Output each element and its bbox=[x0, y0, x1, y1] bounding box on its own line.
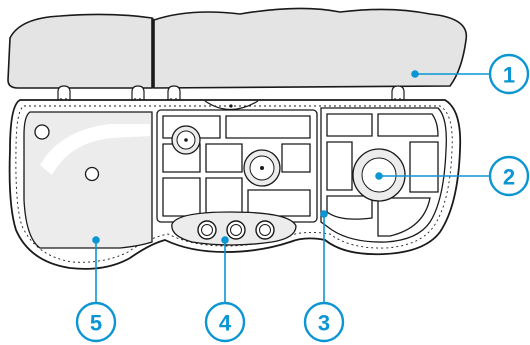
control-knob bbox=[197, 220, 217, 240]
callout-3: 3 bbox=[303, 301, 345, 343]
callout-3-number: 3 bbox=[318, 311, 330, 336]
callout-1-number: 1 bbox=[503, 63, 515, 88]
sink-basin bbox=[23, 111, 153, 249]
basin-outline bbox=[23, 111, 153, 249]
burner-medium bbox=[243, 149, 281, 187]
callout-5: 5 bbox=[75, 301, 117, 343]
burner-small bbox=[171, 125, 201, 155]
basin-highlight bbox=[40, 124, 150, 175]
callout-5-number: 5 bbox=[90, 311, 102, 336]
callout-1: 1 bbox=[488, 53, 530, 95]
lid-left-panel bbox=[7, 13, 153, 89]
callout-2-number: 2 bbox=[503, 165, 515, 190]
lid bbox=[7, 7, 468, 89]
pan-support-grate-right bbox=[320, 107, 447, 243]
callout-4-number: 4 bbox=[219, 311, 232, 336]
drain-hole bbox=[84, 166, 100, 182]
callout-4: 4 bbox=[204, 301, 246, 343]
leader-lines bbox=[92, 70, 490, 302]
control-panel bbox=[171, 211, 297, 246]
tap-hole bbox=[34, 124, 50, 140]
callout-2: 2 bbox=[488, 155, 530, 197]
cooktop-inner-rim bbox=[15, 105, 453, 263]
control-knob bbox=[255, 220, 275, 240]
lid-right-panel bbox=[153, 7, 468, 89]
control-knob bbox=[226, 220, 246, 240]
